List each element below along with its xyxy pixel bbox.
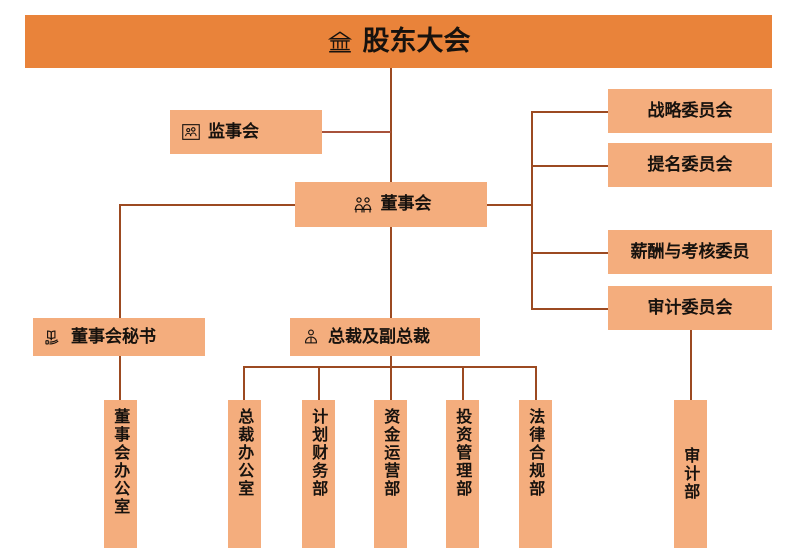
node-label: 董事会办公室: [111, 408, 131, 516]
node-label: 提名委员会: [647, 154, 733, 175]
node-label: 监事会: [208, 121, 259, 142]
connector-dept-1: [243, 366, 245, 400]
node-label: 薪酬与考核委员: [630, 241, 750, 262]
node-audit-dept[interactable]: 审计部: [674, 400, 707, 548]
node-president-and-vice-presidents[interactable]: 总裁及副总裁: [290, 318, 480, 356]
connector-board-to-secretary-h: [119, 204, 295, 206]
node-legal-compliance-dept[interactable]: 法律合规部: [519, 400, 552, 548]
connector-committee-4: [531, 308, 609, 310]
node-label: 董事会秘书: [71, 326, 156, 347]
node-label: 股东大会: [362, 25, 471, 57]
connector-committee-1: [531, 111, 609, 113]
node-label: 资金运营部: [381, 408, 401, 498]
node-board-of-supervisors[interactable]: 监事会: [170, 110, 322, 154]
connector-dept-4: [462, 366, 464, 400]
committee-trunk-vertical: [531, 111, 533, 310]
connector-board-to-president: [390, 227, 392, 319]
node-board-office[interactable]: 董事会办公室: [104, 400, 137, 548]
node-compensation-committee[interactable]: 薪酬与考核委员: [608, 230, 772, 274]
connector-board-to-secretary-v: [119, 204, 121, 319]
connector-banner-to-board: [390, 68, 392, 182]
node-presidents-office[interactable]: 总裁办公室: [228, 400, 261, 548]
node-nomination-committee[interactable]: 提名委员会: [608, 143, 772, 187]
node-planning-finance-dept[interactable]: 计划财务部: [302, 400, 335, 548]
connector-committee-3: [531, 252, 609, 254]
connector-president-down: [390, 356, 392, 368]
connector-board-to-committee-trunk: [487, 204, 532, 206]
node-label: 战略委员会: [647, 100, 733, 121]
node-fund-operations-dept[interactable]: 资金运营部: [374, 400, 407, 548]
connector-dept-5: [535, 366, 537, 400]
node-audit-committee[interactable]: 审计委员会: [608, 286, 772, 330]
connector-supervisors-to-trunk: [322, 131, 391, 133]
node-label: 董事会: [380, 194, 432, 215]
node-strategy-committee[interactable]: 战略委员会: [608, 89, 772, 133]
node-board-of-directors[interactable]: 董事会: [295, 182, 487, 227]
node-shareholders-meeting[interactable]: 股东大会: [25, 15, 772, 68]
people-frame-icon: [180, 121, 202, 143]
connector-dept-3: [390, 366, 392, 400]
node-investment-management-dept[interactable]: 投资管理部: [446, 400, 479, 548]
node-label: 审计委员会: [647, 297, 733, 318]
person-icon: [300, 326, 322, 348]
book-hand-icon: [43, 326, 65, 348]
node-label: 计划财务部: [309, 408, 329, 498]
connector-dept-2: [318, 366, 320, 400]
node-label: 审计部: [681, 447, 701, 501]
node-label: 总裁及副总裁: [328, 326, 430, 347]
node-board-secretary[interactable]: 董事会秘书: [33, 318, 205, 356]
node-label: 总裁办公室: [235, 408, 255, 498]
node-label: 投资管理部: [453, 408, 473, 498]
connector-committee-2: [531, 165, 609, 167]
connector-audit-committee-to-audit-dept: [690, 330, 692, 400]
two-people-icon: [351, 193, 375, 217]
node-label: 法律合规部: [526, 408, 546, 498]
bank-icon: [327, 29, 353, 55]
connector-secretary-to-office: [119, 356, 121, 400]
